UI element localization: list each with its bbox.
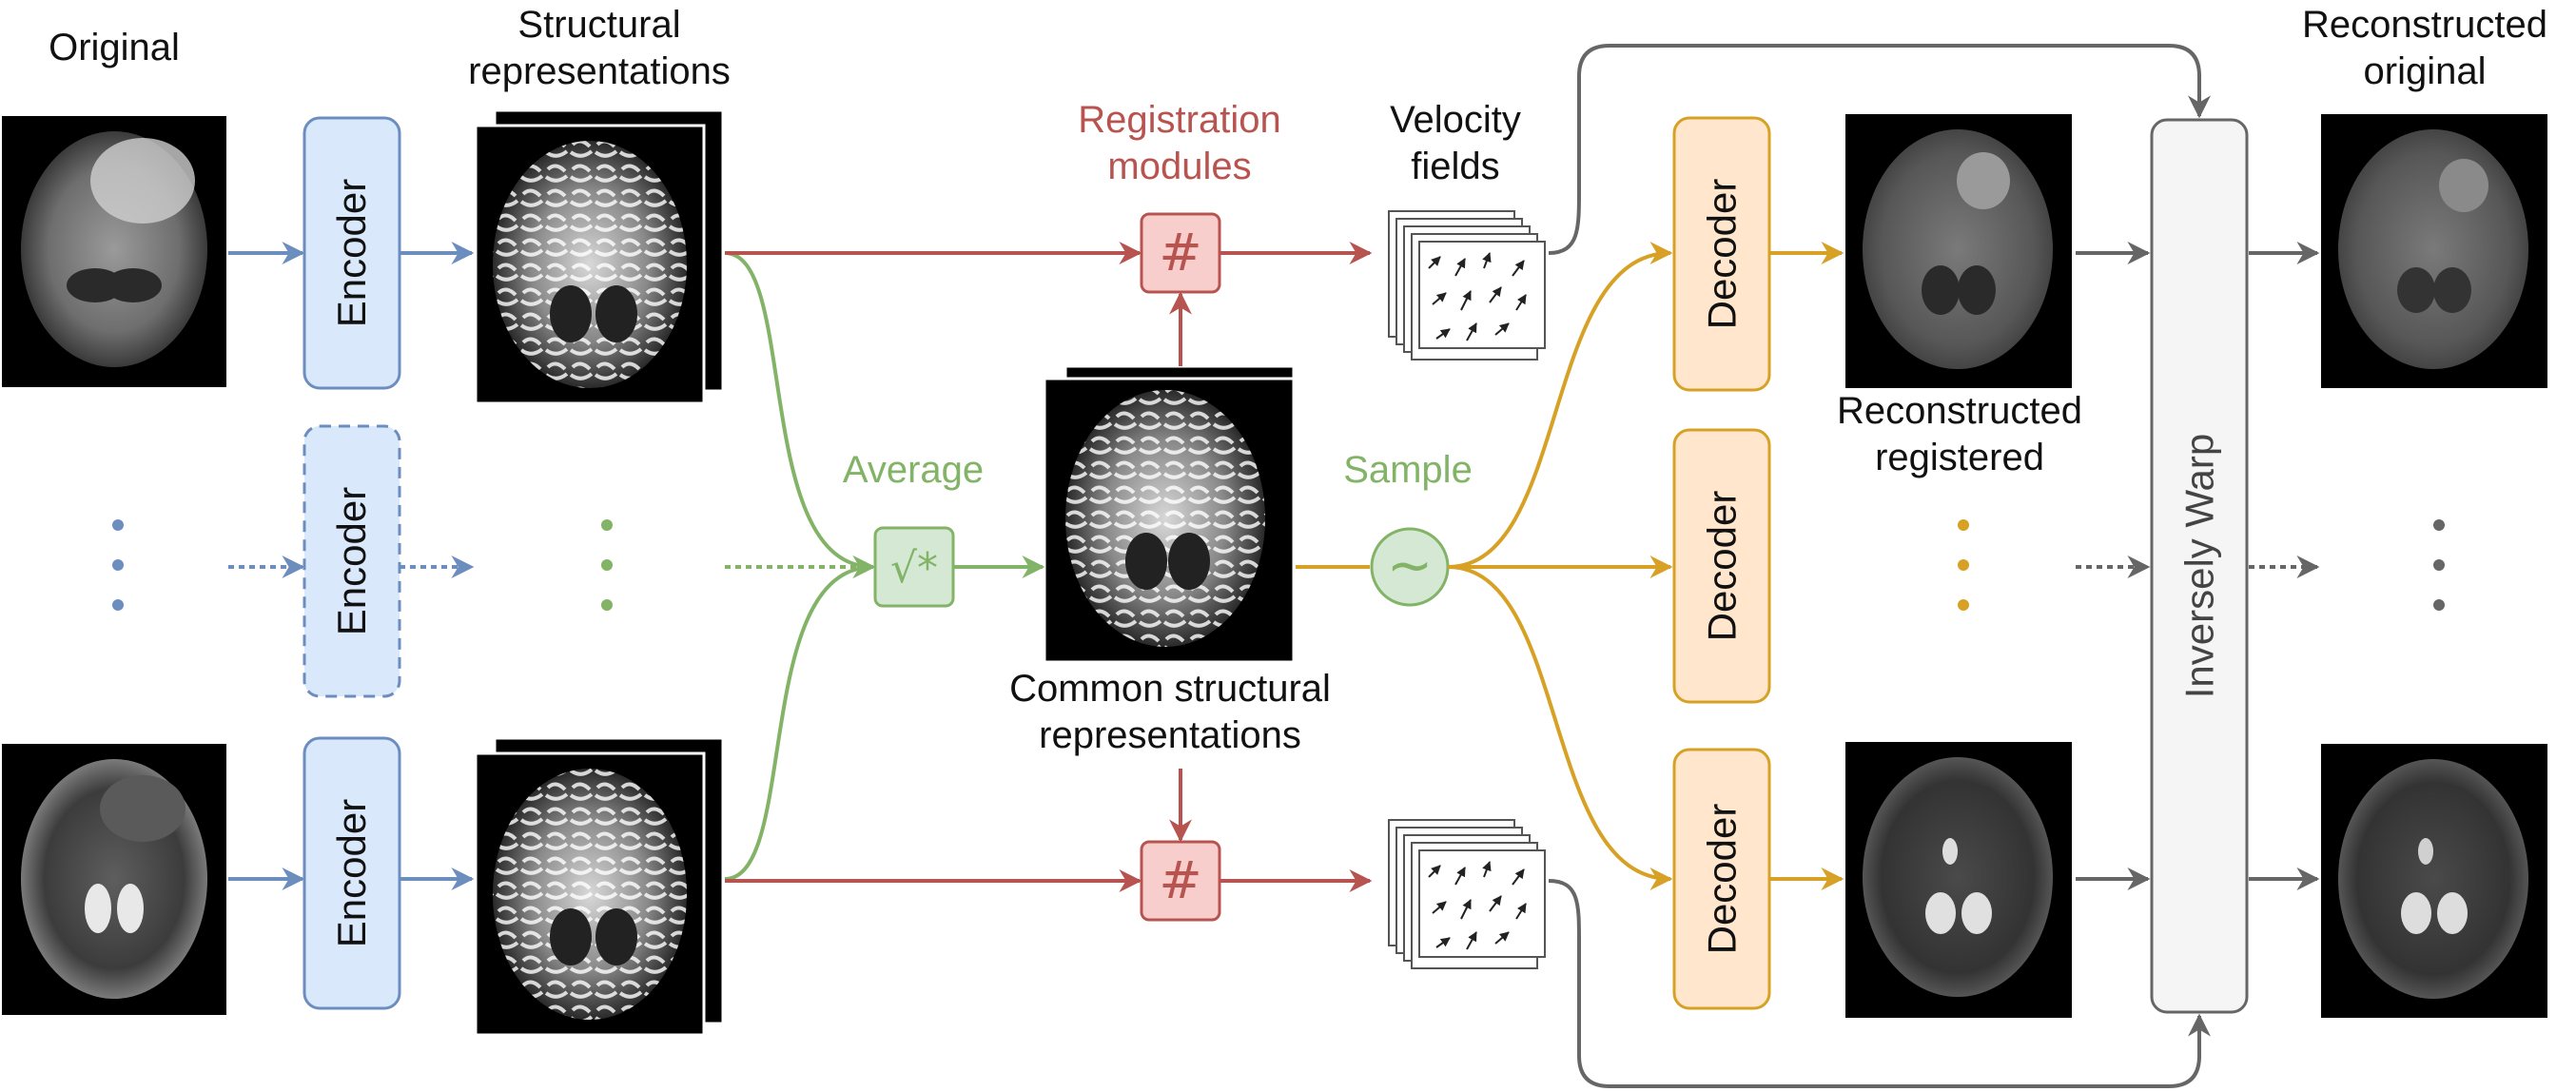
- reconstructed-original-line-2: original: [2363, 49, 2487, 92]
- original-image-1: [2, 116, 226, 387]
- reconstructed-registered-image-2: [1845, 742, 2072, 1018]
- svg-text:√*: √*: [890, 544, 938, 593]
- structural-representation-2: [474, 736, 725, 1037]
- structural-label-line-2: representations: [468, 49, 731, 92]
- hash-icon: #: [1140, 840, 1221, 922]
- svg-text:#: #: [1159, 850, 1201, 910]
- structural-representations-label: Structural representations: [438, 2, 761, 95]
- tilde-icon: ~: [1370, 527, 1450, 607]
- inversely-warp-label: Inversely Warp: [2176, 433, 2221, 699]
- original-label: Original: [49, 27, 180, 68]
- velocity-fields-label: Velocity fields: [1341, 97, 1570, 190]
- reconstructed-original-image-2: [2321, 744, 2547, 1018]
- average-arrows: [724, 251, 1045, 881]
- svg-text:~: ~: [1387, 533, 1434, 597]
- registration-modules-label: Registration modules: [1037, 97, 1322, 190]
- svg-text:#: #: [1159, 223, 1201, 283]
- velocity-field-stack-2: [1388, 819, 1546, 969]
- sample-label: Sample: [1343, 449, 1473, 491]
- decoder-label-3: Decoder: [1699, 803, 1745, 955]
- ellipsis-green: [601, 519, 613, 611]
- sqrt-star-icon: √*: [873, 526, 955, 608]
- encoder-arrows: [228, 242, 475, 890]
- warp-arrows: [1548, 44, 2320, 1088]
- common-label-line-1: Common structural: [1009, 668, 1331, 710]
- ellipsis-grey: [2433, 519, 2445, 611]
- reconstructed-registered-image-1: [1845, 114, 2072, 388]
- reconstructed-registered-label: Reconstructed registered: [1788, 388, 2131, 481]
- original-image-2: [2, 744, 226, 1015]
- decoder-label-1: Decoder: [1699, 178, 1745, 330]
- structural-label-line-1: Structural: [517, 4, 681, 46]
- reconstructed-original-image-1: [2321, 114, 2547, 388]
- velocity-label-line-2: fields: [1411, 145, 1500, 187]
- encoder-label-2: Encoder: [329, 486, 374, 636]
- average-label: Average: [842, 449, 985, 491]
- velocity-label-line-1: Velocity: [1390, 99, 1521, 141]
- common-label-line-2: representations: [1039, 713, 1301, 756]
- encoder-label-1: Encoder: [329, 178, 374, 328]
- registration-label-line-1: Registration: [1078, 99, 1281, 141]
- decoder-arrows: [1296, 242, 1844, 890]
- reconstructed-original-line-1: Reconstructed: [2302, 4, 2547, 46]
- hash-icon: #: [1140, 212, 1221, 294]
- structural-representation-1: [474, 108, 725, 405]
- reconstructed-registered-line-1: Reconstructed: [1837, 390, 2082, 432]
- decoder-box-2: [1672, 428, 1771, 704]
- reconstructed-original-label: Reconstructed original: [2274, 2, 2576, 95]
- common-structural-representation: [1043, 364, 1296, 664]
- encoder-label-3: Encoder: [329, 798, 374, 948]
- registration-label-line-2: modules: [1107, 145, 1252, 187]
- decoder-label-2: Decoder: [1699, 490, 1745, 642]
- reconstructed-registered-line-2: registered: [1875, 436, 2044, 478]
- ellipsis-blue: [112, 519, 124, 611]
- common-structural-representations-label: Common structural representations: [961, 666, 1379, 759]
- ellipsis-orange: [1958, 519, 1969, 611]
- inversely-warp-box: [2150, 118, 2249, 1014]
- velocity-field-stack-1: [1388, 210, 1546, 361]
- registration-arrows: [725, 242, 1373, 892]
